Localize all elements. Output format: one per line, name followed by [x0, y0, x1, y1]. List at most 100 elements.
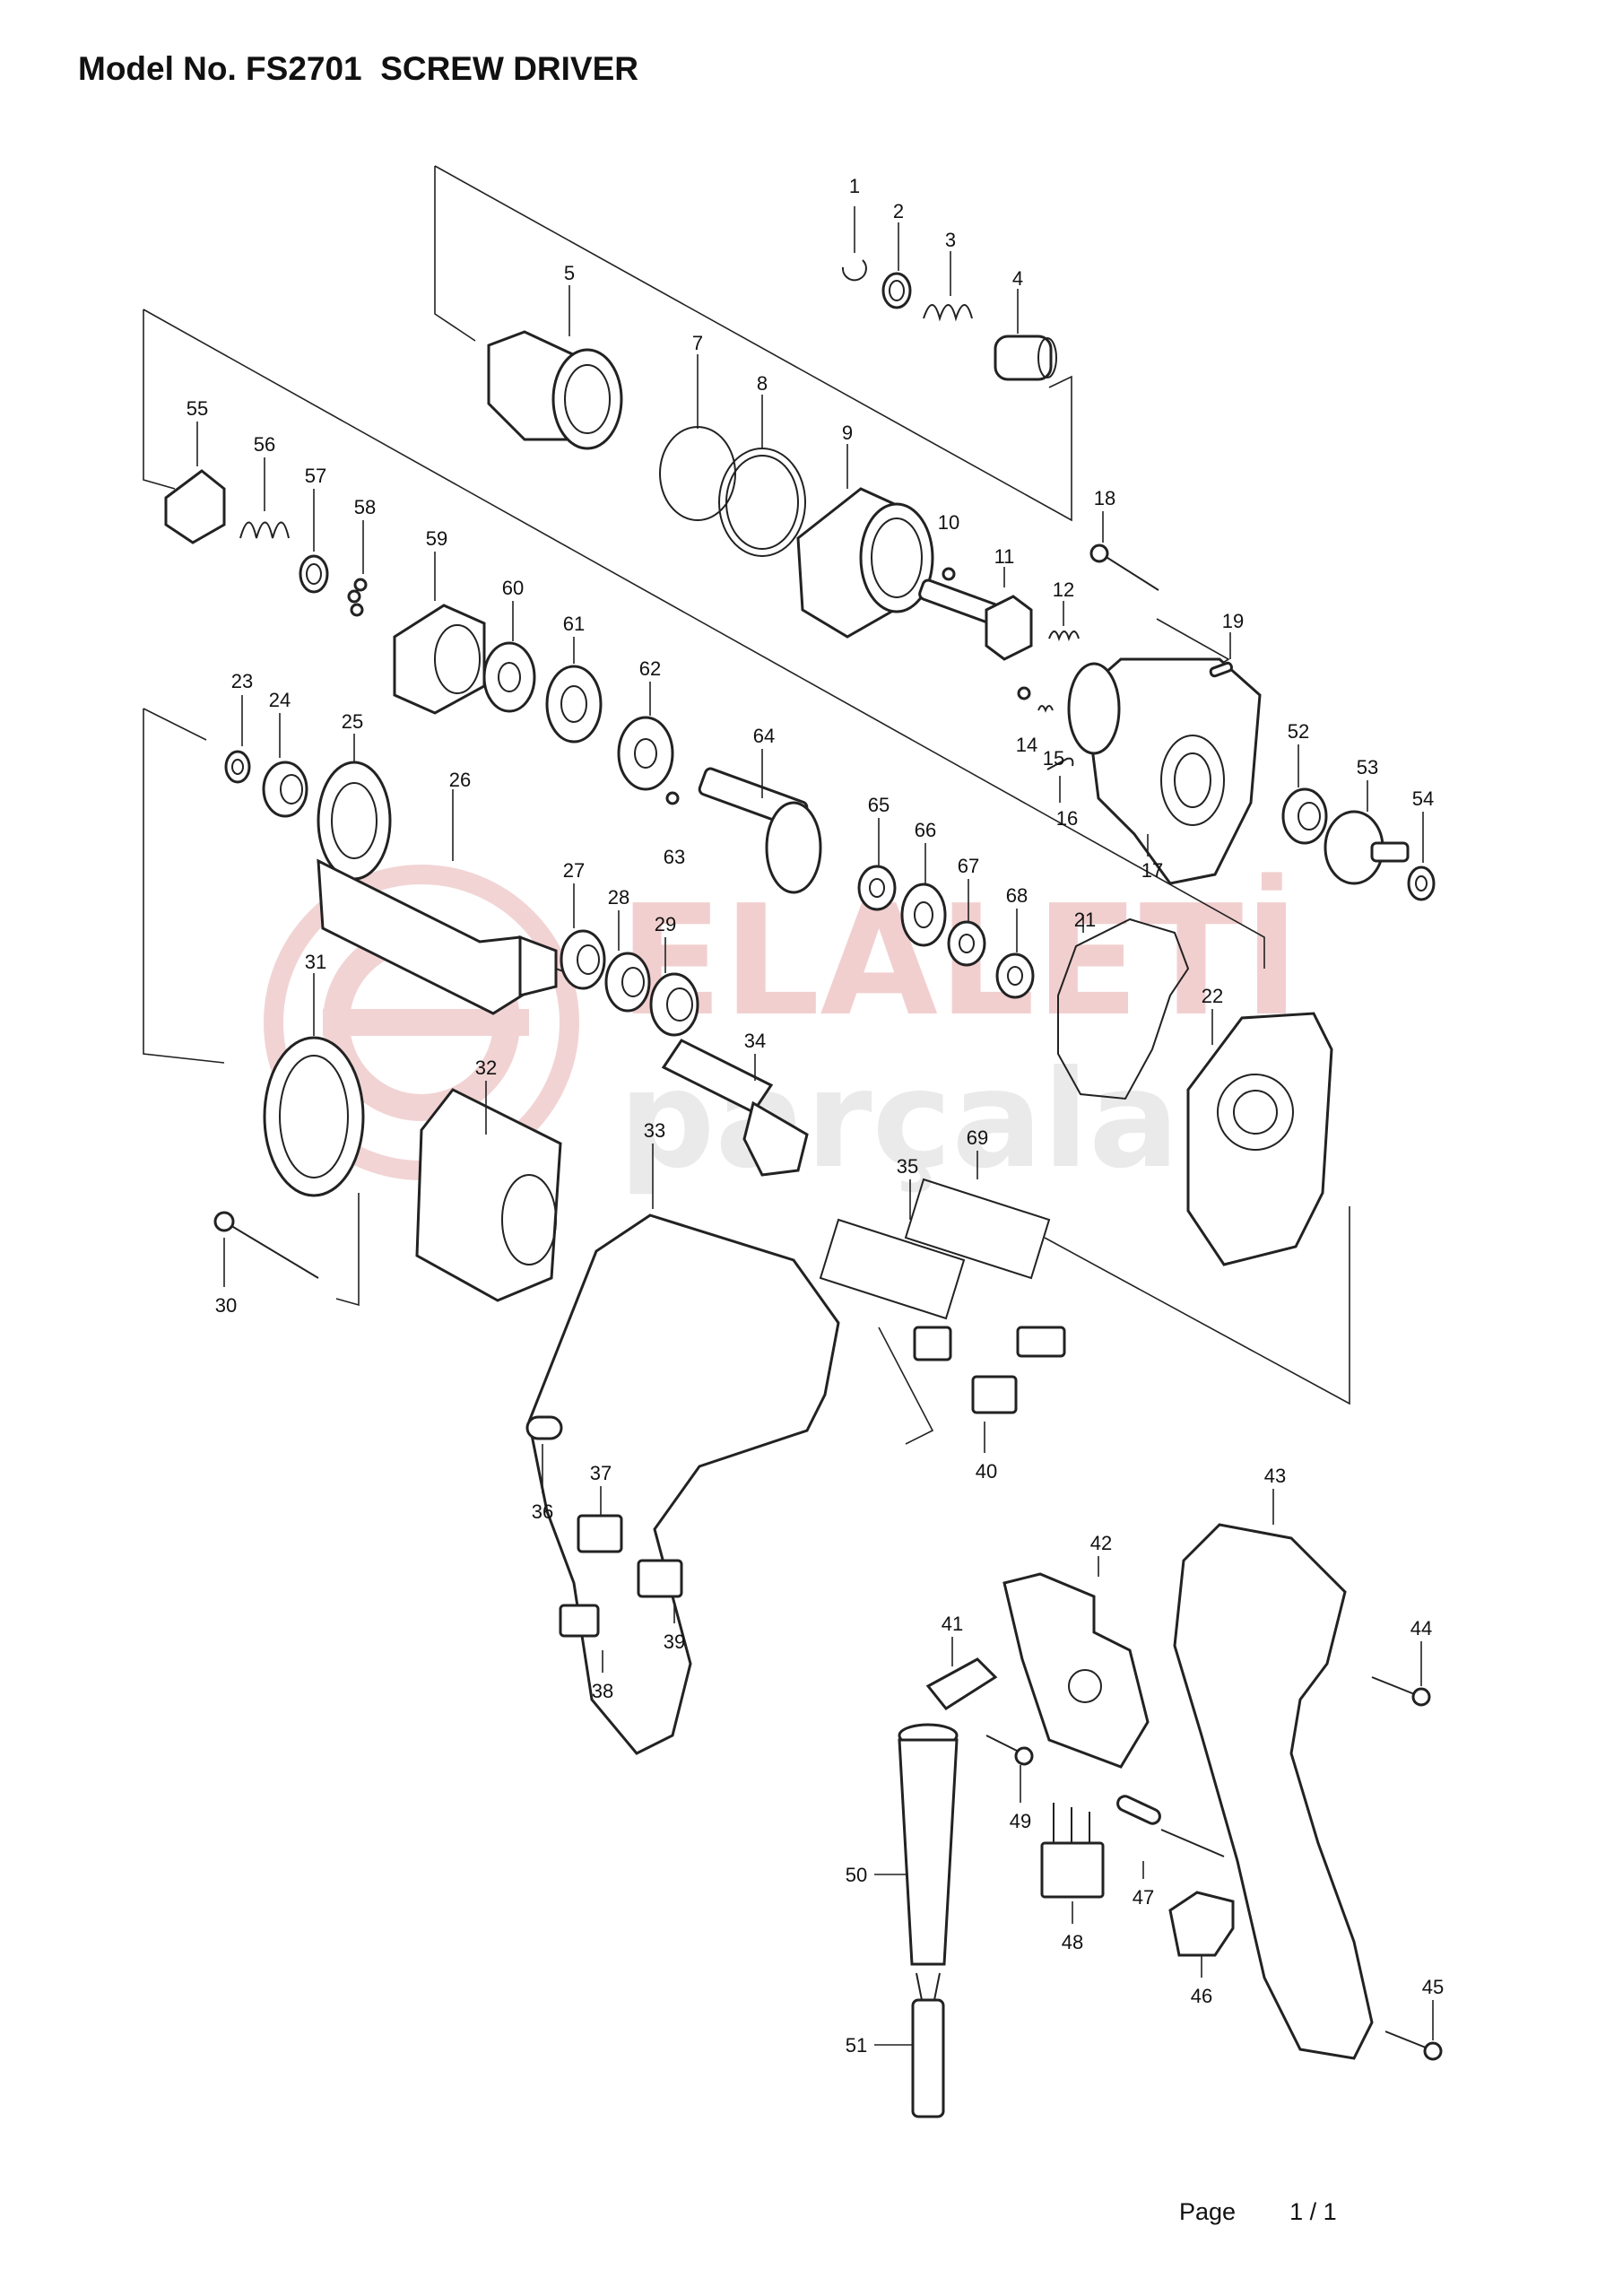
callout-21: 21	[1074, 909, 1096, 931]
callout-42: 42	[1090, 1532, 1112, 1554]
callout-43: 43	[1264, 1465, 1286, 1487]
part-10-steel-ball	[942, 567, 956, 581]
callout-31: 31	[305, 951, 326, 973]
callout-52: 52	[1288, 720, 1309, 743]
callout-17: 17	[1141, 859, 1163, 882]
part-23-washer	[224, 695, 251, 784]
callout-50: 50	[846, 1864, 867, 1886]
callout-41: 41	[942, 1613, 963, 1635]
callout-33: 33	[644, 1119, 665, 1142]
part-62-washer	[617, 682, 674, 791]
part-3-spring	[923, 251, 973, 322]
callout-68: 68	[1006, 884, 1028, 907]
part-44-screw	[1371, 1641, 1431, 1707]
part-17-gear-housing	[1067, 657, 1262, 885]
part-65-washer	[857, 818, 897, 911]
callout-15: 15	[1043, 747, 1064, 770]
callout-29: 29	[655, 913, 676, 935]
part-37-brush-holder	[577, 1486, 623, 1553]
callout-39: 39	[664, 1631, 685, 1653]
part-31-baffle-plate	[263, 973, 365, 1197]
part-1-snap-ring	[841, 206, 867, 282]
callout-26: 26	[449, 769, 471, 791]
callout-49: 49	[1010, 1810, 1031, 1832]
callout-56: 56	[254, 433, 275, 456]
callout-45: 45	[1422, 1976, 1444, 1998]
part-35-label	[819, 1179, 966, 1320]
page-title: Model No. FS2701 SCREW DRIVER	[78, 50, 638, 87]
part-18-screw	[1089, 511, 1159, 591]
callout-4: 4	[1012, 267, 1023, 290]
callout-64: 64	[753, 725, 775, 747]
callout-47: 47	[1133, 1886, 1154, 1909]
callout-22: 22	[1202, 985, 1223, 1007]
group-bracket-lines	[143, 165, 1350, 1445]
callout-36: 36	[532, 1500, 553, 1523]
part-50-cord-guard	[874, 1723, 959, 1966]
part-36-badge	[525, 1415, 563, 1493]
part-45-screw	[1384, 2000, 1443, 2061]
part-24-ball-bearing	[262, 713, 308, 818]
callout-14: 14	[1016, 734, 1037, 756]
callout-30: 30	[215, 1294, 237, 1317]
callout-44: 44	[1410, 1617, 1432, 1639]
part-5-nose-cap	[487, 285, 623, 450]
part-66-thrust-bearing	[900, 843, 947, 947]
part-11-spindle	[918, 567, 1033, 661]
callout-58: 58	[354, 496, 376, 518]
callout-40: 40	[976, 1460, 997, 1483]
part-40-brush-holder	[913, 1326, 1066, 1453]
callout-10: 10	[938, 511, 959, 534]
callout-25: 25	[342, 710, 363, 733]
part-22-motor-housing-cover	[1186, 1009, 1333, 1266]
part-58-steel-balls	[347, 520, 368, 617]
part-28-ball-bearing	[604, 910, 651, 1013]
callout-19: 19	[1222, 610, 1244, 632]
callout-53: 53	[1357, 756, 1378, 778]
part-15-spring	[1037, 705, 1054, 713]
part-9-ring-gear	[796, 444, 934, 639]
callout-61: 61	[563, 613, 585, 635]
callout-34: 34	[744, 1030, 766, 1052]
part-53-spindle-gear	[1324, 780, 1410, 885]
part-19-pin	[1209, 632, 1234, 678]
callout-67: 67	[958, 855, 979, 877]
part-64-spindle	[698, 749, 822, 894]
part-16-pin	[1046, 757, 1074, 803]
callout-32: 32	[475, 1057, 497, 1079]
callout-35: 35	[897, 1155, 918, 1178]
callout-9: 9	[842, 422, 853, 444]
part-27-ball-bearing	[560, 883, 606, 990]
callout-12: 12	[1053, 578, 1074, 601]
callout-24: 24	[269, 689, 291, 711]
part-14-ball	[1017, 686, 1031, 700]
part-39-brush-holder	[637, 1559, 683, 1623]
callout-numbers: 1 2 3 4 5 7 8 9 10 11 12 14 15 16 17 18 …	[187, 175, 1444, 2057]
callout-55: 55	[187, 397, 208, 420]
callout-65: 65	[868, 794, 890, 816]
part-42-switch	[1002, 1556, 1150, 1769]
callout-59: 59	[426, 527, 447, 550]
part-69-label	[904, 1151, 1051, 1280]
callout-69: 69	[967, 1126, 988, 1149]
callout-66: 66	[915, 819, 936, 841]
part-34-hook	[661, 1039, 809, 1177]
part-30-screw	[213, 1211, 319, 1287]
callout-8: 8	[757, 372, 768, 395]
part-49-screw	[985, 1735, 1034, 1803]
callout-51: 51	[846, 2034, 867, 2057]
part-4-sleeve	[994, 289, 1057, 381]
callout-57: 57	[305, 465, 326, 487]
part-46-terminal	[1168, 1891, 1235, 1978]
part-56-spring	[239, 457, 290, 539]
callout-63: 63	[664, 846, 685, 868]
callout-18: 18	[1094, 487, 1115, 509]
callout-46: 46	[1191, 1985, 1212, 2007]
callout-7: 7	[692, 332, 703, 354]
page-label: Page	[1179, 2198, 1237, 2225]
callout-38: 38	[592, 1680, 613, 1702]
part-29-needle-bearing	[649, 937, 699, 1037]
callout-62: 62	[639, 657, 661, 680]
callout-54: 54	[1412, 787, 1434, 810]
